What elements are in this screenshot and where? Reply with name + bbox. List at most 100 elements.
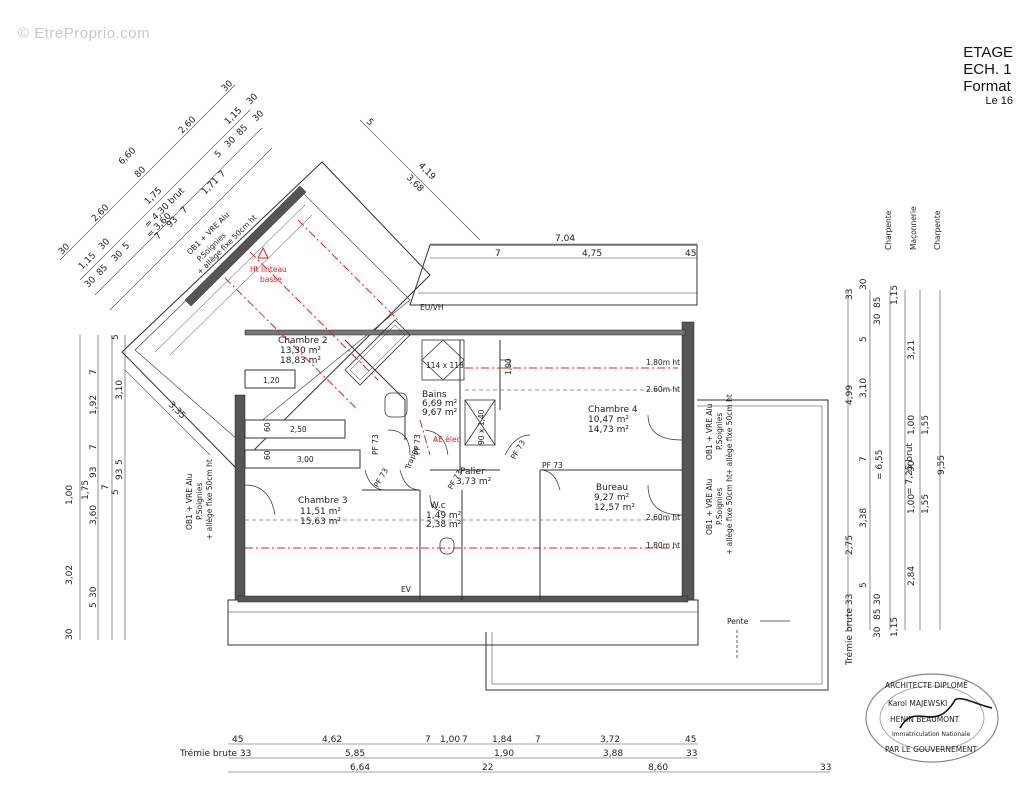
room-bureau-area2: 12,57 m² (594, 503, 635, 513)
dim-b2-1: 1,90 (494, 749, 514, 759)
label-pf73-6: PF 73 (542, 461, 563, 470)
dim-d4-6: 30 (223, 135, 238, 150)
dim-d1-3: 2,60 (177, 115, 198, 136)
dim-r2-8: 30 (873, 593, 883, 605)
dim-l3-1: 1,75 (81, 480, 91, 500)
label-pf73-3: PF 73 (372, 466, 390, 489)
dim-r3-0: 1,15 (890, 285, 900, 305)
dim-d4-5: 5 (213, 149, 224, 160)
dim-d4-2: 30 (110, 249, 125, 264)
dim-b1-3: 1,00 (440, 735, 460, 745)
title-etage: ETAGE (963, 44, 1013, 61)
dim-l4-1: 30 (89, 586, 99, 598)
window-note-left: OB1 + VRE Alu P.Soignies + allège fixe 5… (185, 459, 214, 540)
dim-d5-2: 7 (179, 205, 190, 216)
dim-db-1: 3,68 (404, 173, 425, 194)
label-velux2: 90 x 1,40 (477, 409, 486, 445)
dim-r4-3: 1,00 (907, 494, 917, 514)
bath-fixtures (344, 319, 511, 555)
dim-dtop-0: 5 (364, 117, 375, 128)
dim-r1-3: Trémie brute 33 (844, 594, 855, 666)
svg-text:P.Soignies: P.Soignies (715, 488, 724, 525)
dim-b2-2: 3,88 (603, 749, 623, 759)
dim-r6-0: 9,55 (937, 455, 947, 475)
dim-dc-0: 3,35 (166, 400, 187, 421)
svg-text:OB1 + VRE Alu: OB1 + VRE Alu (705, 403, 714, 460)
dim-b1-7: 3,72 (600, 735, 620, 745)
label-250: 2,50 (290, 425, 307, 434)
bottom-dimensions: 45 4,62 7 1,00 7 1,84 7 3,72 45 Trémie b… (179, 735, 831, 773)
room-chambre3-area2: 15,63 m² (300, 517, 341, 527)
dim-l3-2: 3,60 (89, 505, 99, 525)
dim-d4-8: 30 (251, 109, 266, 124)
dim-l1-3: 7 (89, 444, 99, 450)
dim-r5-2: 1,55 (921, 494, 931, 514)
dim-b1-1: 4,62 (322, 735, 342, 745)
room-wc-name: W.c (430, 501, 446, 511)
svg-text:+ allège fixe 50cm ht: + allège fixe 50cm ht (725, 474, 734, 555)
dim-l3-0: 1,00 (65, 485, 75, 505)
dim-b1-0: 45 (232, 735, 243, 745)
dim-l2-0: 3,10 (115, 380, 125, 400)
room-bains-area2: 9,67 m² (422, 408, 458, 418)
svg-text:P.Soignies: P.Soignies (195, 483, 204, 520)
label-eu-vh: EU/VH (420, 303, 444, 312)
stamp-name: Karol MAJEWSKI (888, 699, 947, 708)
label-dim-190: 1,90 (504, 358, 513, 375)
dim-r5-1: = 7,25 brut (905, 443, 915, 495)
dim-r1-1: 4,99 (845, 385, 855, 405)
label-ev: EV (401, 585, 412, 594)
title-echelle: ECH. 1 (963, 61, 1012, 78)
room-bains-name: Bains (422, 390, 447, 400)
hdr-charpente-1: Charpente (884, 210, 893, 250)
room-bureau-area1: 9,27 m² (594, 493, 630, 503)
dim-b1-5: 1,84 (492, 735, 512, 745)
watermark: © EtreProprio.com (18, 25, 151, 42)
dim-l1-0: 5 (111, 334, 121, 340)
dim-r3-2: 1,15 (890, 617, 900, 637)
dim-l4-3: 30 (65, 628, 75, 640)
dim-b3-2: 8,60 (648, 763, 668, 773)
label-ht180-bottom: 1.80m ht (646, 541, 680, 550)
dim-r2-7: 5 (859, 582, 869, 588)
label-120: 1,20 (263, 376, 280, 385)
lowest-height-lines (245, 389, 678, 521)
dim-top-total: 7,04 (555, 234, 575, 244)
label-60-b: 60 (263, 450, 272, 460)
label-pf73-5: PF 73 (509, 438, 527, 461)
dim-d4-7: 85 (235, 123, 250, 138)
dim-r2-9: 85 (873, 609, 883, 620)
svg-text:OB1 + VRE Alu: OB1 + VRE Alu (705, 478, 714, 535)
roof-outline (121, 161, 829, 691)
dim-l1-2: 1,92 (89, 395, 99, 415)
dim-b1-4: 7 (462, 735, 468, 745)
dim-r2-2: 30 (873, 313, 883, 325)
window-note-right-top: OB1 + VRE Alu P.Soignies + allège fixe 5… (705, 394, 734, 475)
room-chambre2-area1: 13,30 m² (280, 346, 321, 356)
left-dimensions: 5 7 1,92 7 93 7 5 3,10 93 5 1,00 1,75 3,… (65, 334, 125, 640)
dim-r3-1: = 6,55 (875, 450, 885, 480)
room-chambre4-area1: 10,47 m² (588, 415, 629, 425)
dim-b1-8: 45 (685, 735, 696, 745)
label-ht260-top: 2.60m ht (646, 385, 680, 394)
dim-l4-0: 3,02 (65, 565, 75, 585)
label-velux1: 114 x 118 (426, 361, 464, 370)
dim-d4-1: 85 (95, 263, 110, 278)
warning-icon (257, 246, 269, 259)
dim-b1-6: 7 (535, 735, 541, 745)
room-wc-area2: 2,38 m² (426, 520, 462, 530)
room-wc-area1: 1,49 m² (426, 511, 462, 521)
dim-top-c: 45 (685, 249, 696, 259)
dim-d4-0: 30 (83, 275, 98, 290)
stamp-bottom: PAR LE GOUVERNEMENT (885, 745, 978, 754)
room-chambre4-name: Chambre 4 (588, 405, 638, 415)
room-bureau-name: Bureau (596, 483, 628, 493)
room-chambre4-area2: 14,73 m² (588, 425, 629, 435)
dimension-lines (59, 84, 941, 773)
dim-tremie-brute: Trémie brute 33 (179, 748, 251, 759)
dim-r5-0: 1,55 (921, 415, 931, 435)
ceiling-height-lines (224, 219, 678, 549)
dim-l1-5: 7 (101, 484, 111, 490)
dim-d5-4: 1,71 (200, 176, 221, 197)
dim-b3-3: 33 (820, 763, 831, 773)
